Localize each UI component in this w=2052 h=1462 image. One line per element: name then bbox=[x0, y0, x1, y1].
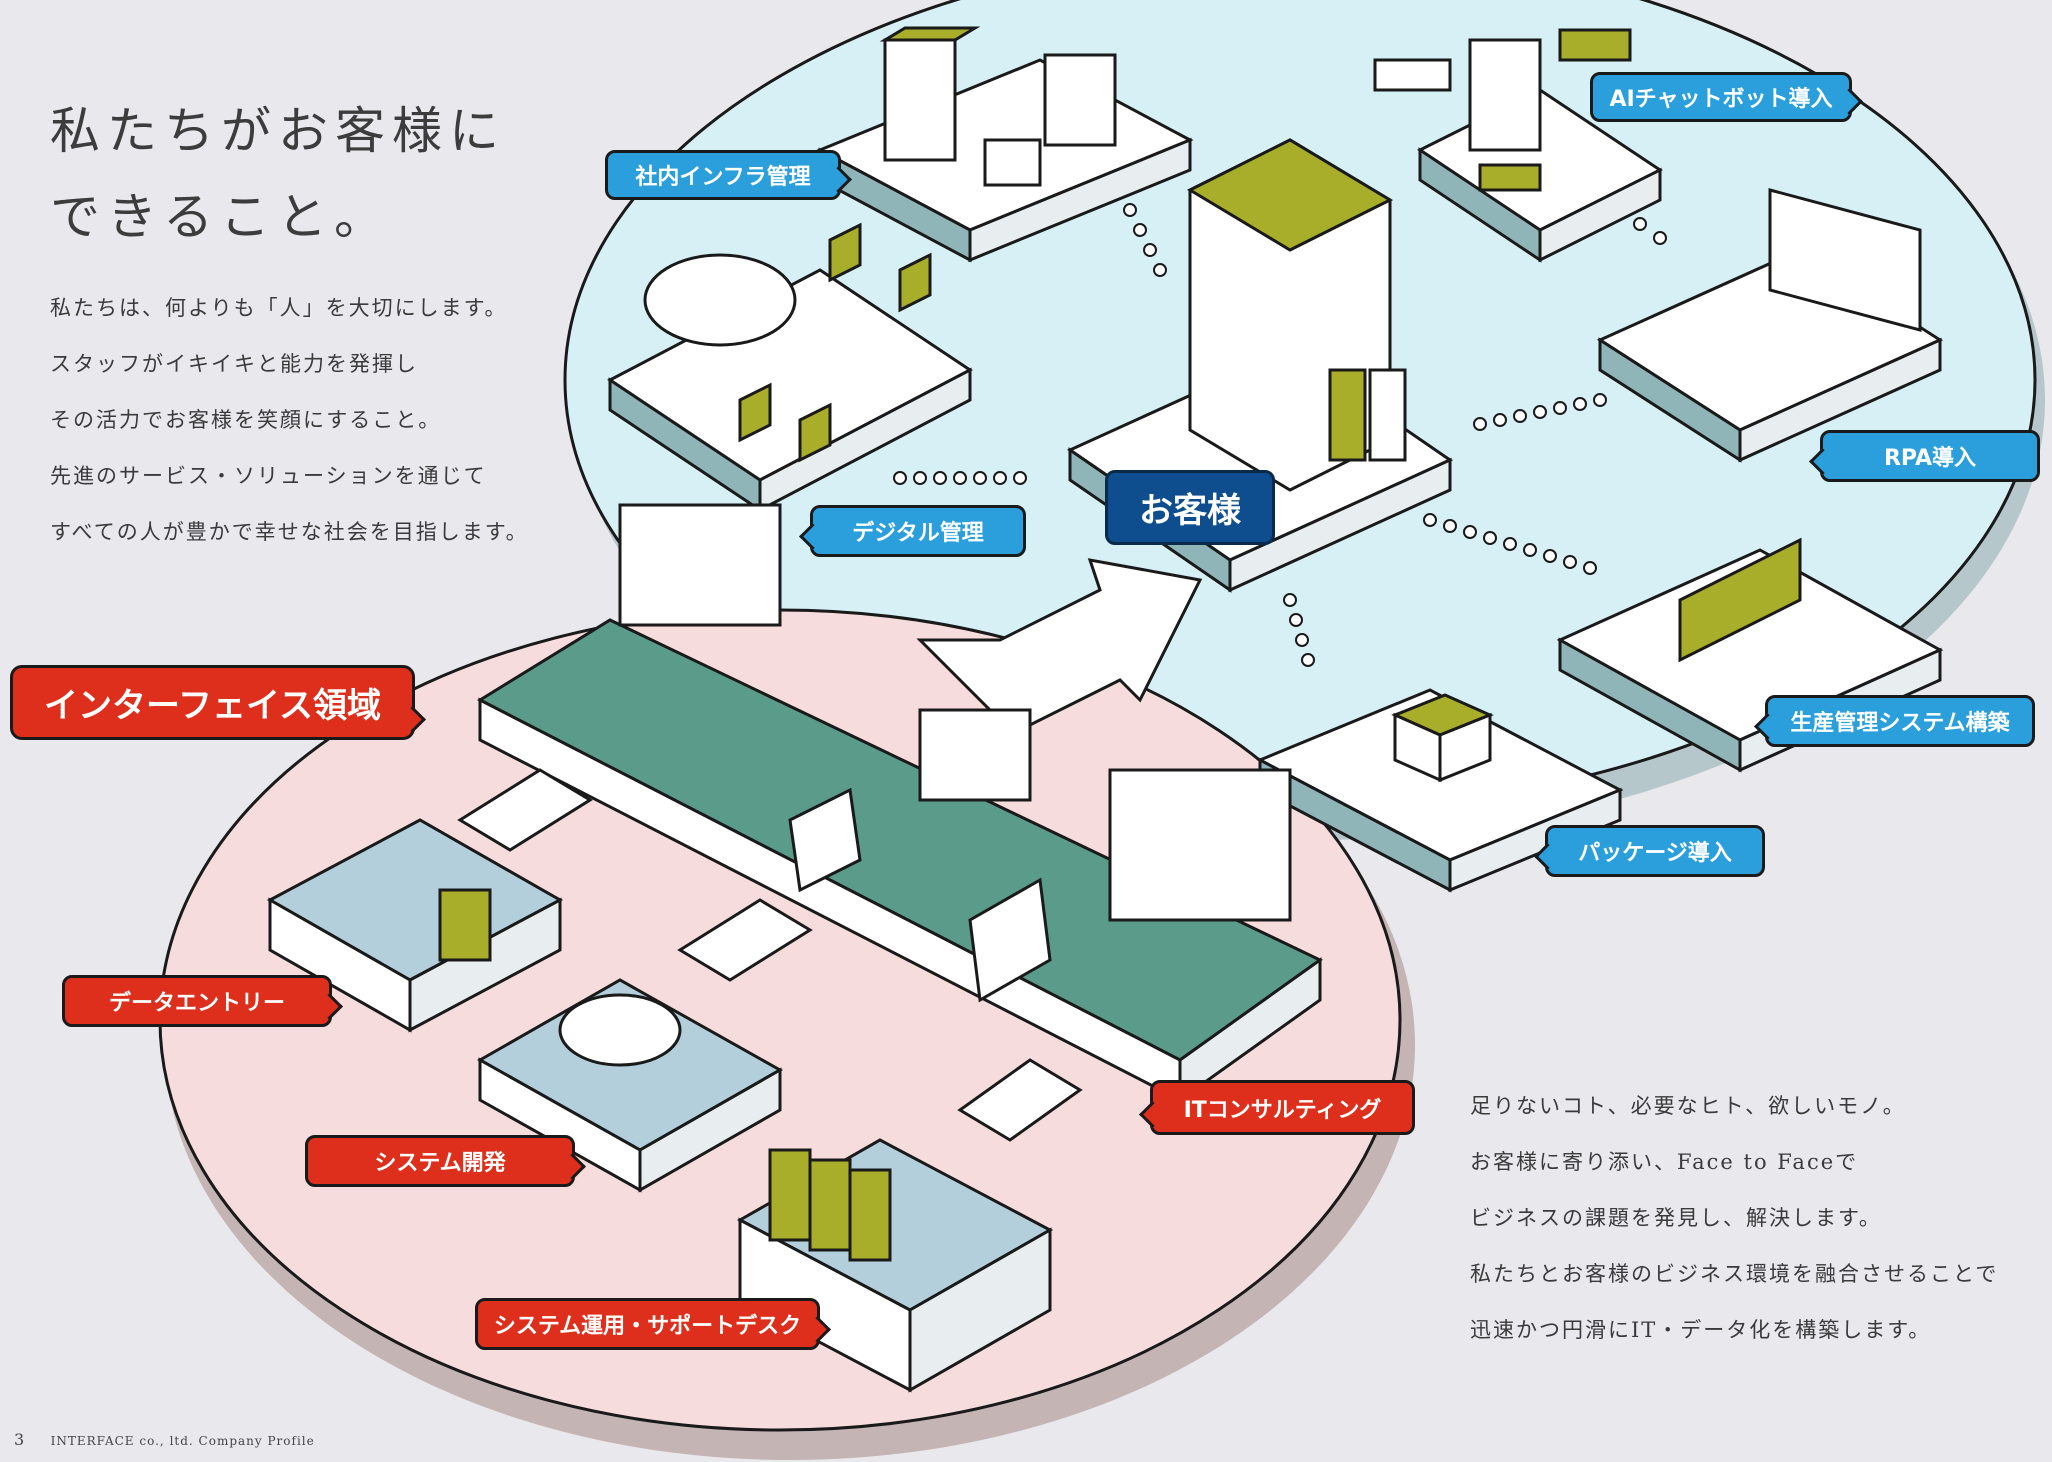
bottom-line: ビジネスの課題を発見し、解決します。 bbox=[1470, 1206, 1882, 1230]
label-customer: お客様 bbox=[1105, 470, 1275, 545]
intro-line: スタッフがイキイキと能力を発揮し bbox=[50, 352, 418, 376]
intro-line: その活力でお客様を笑顔にすること。 bbox=[50, 408, 442, 432]
platform-operations bbox=[736, 1138, 1054, 1393]
platform-data-entry bbox=[266, 818, 564, 1033]
label-rpa: RPA導入 bbox=[1820, 430, 2040, 482]
label-internal-infra: 社内インフラ管理 bbox=[605, 150, 841, 200]
platform-system-dev bbox=[476, 978, 784, 1193]
heading-line-2: できること。 bbox=[50, 188, 391, 246]
platform-rpa bbox=[1596, 188, 1944, 463]
label-data-entry: データエントリー bbox=[62, 975, 332, 1027]
intro-line: 先進のサービス・ソリューションを通じて bbox=[50, 464, 487, 488]
label-production-system: 生産管理システム構築 bbox=[1765, 695, 2035, 747]
intro-line: 私たちは、何よりも「人」を大切にします。 bbox=[50, 296, 508, 320]
footer: 3 INTERFACE co., ltd. Company Profile bbox=[14, 1430, 315, 1449]
bottom-line: 迅速かつ円滑にIT・データ化を構築します。 bbox=[1470, 1318, 1932, 1342]
label-it-consulting: ITコンサルティング bbox=[1150, 1080, 1415, 1135]
label-operations: システム運用・サポートデスク bbox=[475, 1298, 820, 1350]
bottom-line: お客様に寄り添い、Face to Faceで bbox=[1470, 1150, 1859, 1174]
label-system-dev: システム開発 bbox=[305, 1135, 575, 1187]
company-name: INTERFACE co., ltd. Company Profile bbox=[50, 1434, 315, 1448]
bottom-text: 足りないコト、必要なヒト、欲しいモノ。 お客様に寄り添い、Face to Fac… bbox=[1470, 1078, 1998, 1358]
platform-package bbox=[1256, 688, 1624, 893]
page-heading: 私たちがお客様に できること。 bbox=[50, 88, 506, 260]
label-package: パッケージ導入 bbox=[1545, 825, 1765, 877]
platform-cloud bbox=[607, 222, 973, 513]
intro-text: 私たちは、何よりも「人」を大切にします。 スタッフがイキイキと能力を発揮し その… bbox=[50, 280, 529, 560]
heading-line-1: 私たちがお客様に bbox=[50, 102, 506, 160]
label-ai-chatbot: AIチャットボット導入 bbox=[1590, 72, 1852, 122]
bridges bbox=[457, 768, 1083, 1142]
intro-line: すべての人が豊かで幸せな社会を目指します。 bbox=[50, 520, 529, 544]
platform-ai bbox=[1373, 28, 1663, 263]
bottom-line: 私たちとお客様のビジネス環境を融合させることで bbox=[1470, 1262, 1999, 1286]
page-number: 3 bbox=[14, 1430, 25, 1449]
bottom-line: 足りないコト、必要なヒト、欲しいモノ。 bbox=[1470, 1094, 1906, 1118]
interface-main-platform bbox=[476, 503, 1323, 1103]
platform-infra bbox=[816, 26, 1194, 263]
label-digital-management: デジタル管理 bbox=[810, 505, 1026, 557]
label-interface-area: インターフェイス領域 bbox=[10, 665, 415, 740]
